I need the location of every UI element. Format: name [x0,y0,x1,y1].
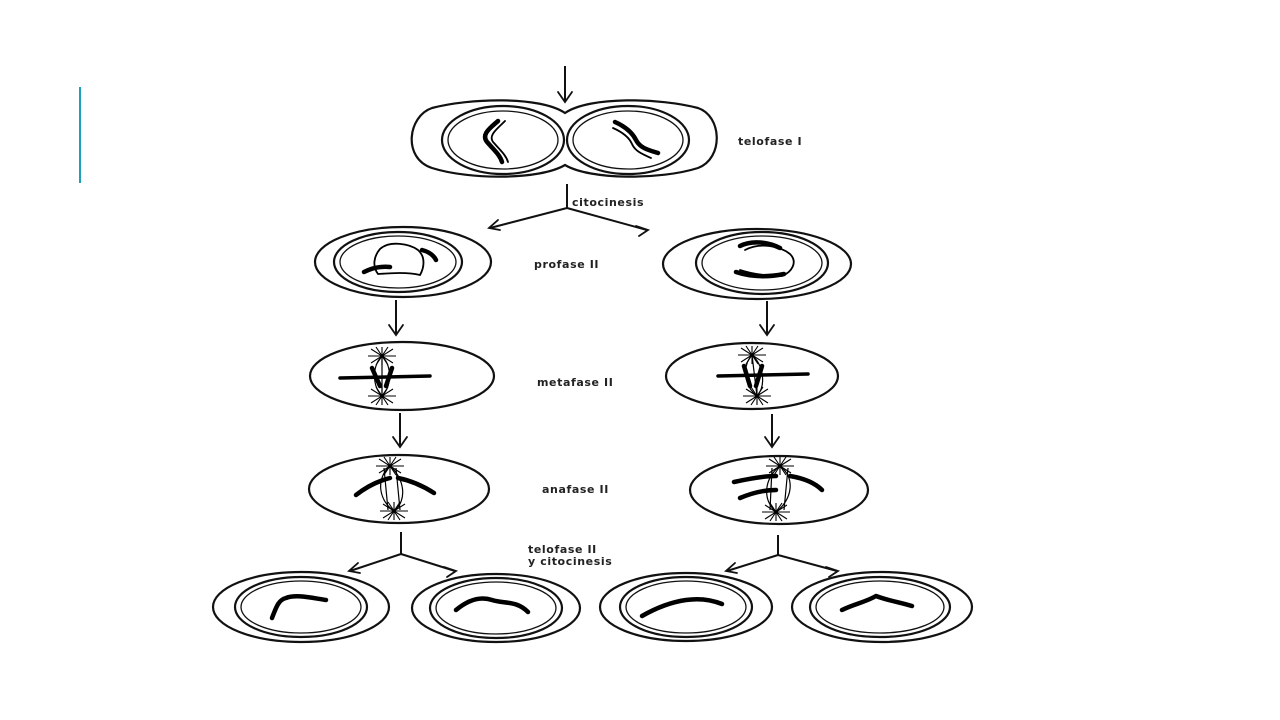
arrow-metafase-anafase-left [392,413,408,449]
daughter-cell-2 [410,572,582,644]
slide-accent-bar [79,87,81,183]
incoming-arrow [557,66,573,104]
profase-ii-cell-right [661,227,853,301]
arrow-metafase-anafase-right [764,414,780,449]
citocinesis-branch-arrows [487,184,651,237]
anafase-ii-cell-left [307,453,491,525]
label-telofase-ii-line2: y citocinesis [528,555,612,568]
daughter-cell-4 [790,570,974,644]
metafase-ii-cell-right [664,341,840,411]
metafase-ii-cell-left [308,340,496,412]
anafase-ii-cell-right [688,454,870,526]
label-profase-ii: profase II [534,258,599,271]
daughter-cell-3 [598,571,774,643]
telofase-i-cell [410,99,718,178]
daughter-cell-1 [211,570,391,644]
telofase-ii-branch-left [347,532,459,578]
arrow-profase-metafase-right [759,301,775,337]
label-telofase-i: telofase I [738,135,802,148]
label-telofase-ii-line1: telofase II [528,543,597,556]
label-citocinesis: citocinesis [572,196,644,209]
label-anafase-ii: anafase II [542,483,609,496]
label-metafase-ii: metafase II [537,376,613,389]
profase-ii-cell-left [313,225,493,299]
arrow-profase-metafase-left [388,300,404,337]
telofase-ii-branch-right [724,535,841,578]
